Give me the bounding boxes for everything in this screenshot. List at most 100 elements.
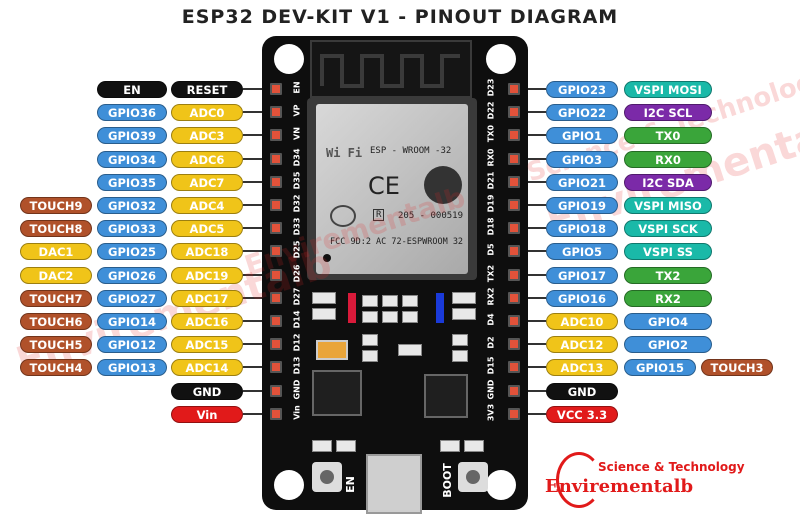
header-pin-d25 xyxy=(270,245,282,258)
pin-wire xyxy=(243,204,273,206)
header-pin-d27 xyxy=(270,291,282,304)
pin-wire xyxy=(243,412,273,415)
pin-label-gpio5: GPIO5 xyxy=(546,243,618,261)
pin-wire xyxy=(516,204,546,206)
cert-logo xyxy=(330,205,356,227)
logo-tagline: Science & Technology xyxy=(598,460,745,474)
pin-wire xyxy=(516,111,546,114)
header-pin-label: RX2 xyxy=(486,287,496,306)
pin-label-adc10: ADC10 xyxy=(546,313,618,330)
pin-wire xyxy=(243,343,273,346)
header-pin-d5 xyxy=(508,245,520,258)
pin-wire xyxy=(516,157,546,160)
pin-label-i2c-sda: I2C SDA xyxy=(624,173,712,191)
pin-label-vspi-ss: VSPI SS xyxy=(624,243,712,261)
smd-component xyxy=(382,295,398,307)
pin-label-vin: Vin xyxy=(171,405,243,423)
pin-label-gpio23: GPIO23 xyxy=(546,81,618,98)
pin-wire xyxy=(516,180,546,183)
header-pin-d18 xyxy=(508,222,520,235)
header-pin-d13 xyxy=(270,361,282,374)
pin-wire xyxy=(516,296,546,299)
header-pin-label: D21 xyxy=(486,171,496,190)
capacitor xyxy=(316,340,348,360)
smd-component xyxy=(312,440,332,452)
header-pin-d32 xyxy=(270,199,282,211)
pin-label-adc17: ADC17 xyxy=(171,289,243,307)
pin-label-gpio17: GPIO17 xyxy=(546,266,618,284)
pin-label-gpio21: GPIO21 xyxy=(546,173,618,191)
header-pin-label: D26 xyxy=(292,264,302,282)
pin-label-adc15: ADC15 xyxy=(171,336,243,354)
pin-label-gpio12: GPIO12 xyxy=(97,336,167,354)
pin-label-adc19: ADC19 xyxy=(171,266,243,284)
pin-label-rx2: RX2 xyxy=(624,289,712,307)
pin-label-gpio32: GPIO32 xyxy=(97,197,167,214)
smd-component xyxy=(362,295,378,307)
pin-label-tx2: TX2 xyxy=(624,266,712,284)
pin-label-gpio34: GPIO34 xyxy=(97,150,167,168)
header-pin-label: D13 xyxy=(292,357,302,375)
header-pin-d14 xyxy=(270,315,282,327)
header-pin-label: D34 xyxy=(292,148,302,166)
espressif-logo xyxy=(424,166,462,204)
voltage-regulator xyxy=(312,370,362,416)
pin-label-gpio26: GPIO26 xyxy=(97,266,167,284)
pin-label-adc18: ADC18 xyxy=(171,243,243,261)
smd-component xyxy=(452,308,476,320)
pin-label-touch7: TOUCH7 xyxy=(20,289,92,307)
smd-component xyxy=(362,311,378,323)
module-code: 205 - 000519 xyxy=(398,211,464,221)
pin-label-dac1: DAC1 xyxy=(20,243,92,261)
pin-label-gpio25: GPIO25 xyxy=(97,243,167,261)
pin-wire xyxy=(516,412,546,415)
header-pin-tx0 xyxy=(508,129,520,142)
page-title: ESP32 DEV-KIT V1 - PINOUT DIAGRAM xyxy=(181,6,619,28)
header-pin-en xyxy=(270,83,282,95)
header-pin-rx0 xyxy=(508,152,520,165)
module-name: ESP - WROOM -32 xyxy=(370,146,452,156)
smd-component xyxy=(452,350,468,362)
pin-label-gpio39: GPIO39 xyxy=(97,127,167,145)
header-pin-label: TX0 xyxy=(486,125,496,143)
header-pin-vin xyxy=(270,407,282,420)
en-button[interactable] xyxy=(312,462,342,492)
pin-label-adc5: ADC5 xyxy=(171,220,243,238)
smd-component xyxy=(362,350,378,362)
red-led xyxy=(348,293,356,323)
header-pin-label: 3V3 xyxy=(486,403,496,421)
antenna-area xyxy=(310,40,472,98)
pin-wire xyxy=(516,250,546,253)
pin-label-adc6: ADC6 xyxy=(171,150,243,168)
pin-label-gpio4: GPIO4 xyxy=(624,313,712,330)
pin-wire xyxy=(243,111,273,114)
antenna-trace xyxy=(320,54,460,88)
en-button-label: EN xyxy=(343,476,357,493)
mount-hole xyxy=(486,44,516,74)
header-pin-rx2 xyxy=(508,291,520,304)
pin-label-touch3: TOUCH3 xyxy=(701,359,773,377)
pin-wire xyxy=(516,343,546,346)
mount-hole xyxy=(486,470,516,500)
smd-component xyxy=(452,334,468,346)
smd-component xyxy=(398,344,422,356)
header-pin-label: D25 xyxy=(292,241,302,259)
pin-label-touch4: TOUCH4 xyxy=(20,359,92,377)
header-pin-d34 xyxy=(270,152,282,165)
pin-label-gpio27: GPIO27 xyxy=(97,289,167,307)
header-pin-gnd xyxy=(270,384,282,397)
boot-button[interactable] xyxy=(458,462,488,492)
mount-hole xyxy=(274,44,304,74)
pin-label-adc4: ADC4 xyxy=(171,197,243,214)
header-pin-d22 xyxy=(508,106,520,119)
pin-wire xyxy=(516,88,546,90)
pin-wire xyxy=(516,366,546,369)
pin-wire xyxy=(243,227,273,230)
pin-wire xyxy=(243,389,273,392)
pin-label-gpio19: GPIO19 xyxy=(546,197,618,214)
smd-component xyxy=(312,292,336,304)
header-pin-3v3 xyxy=(508,407,520,420)
header-pin-tx2 xyxy=(508,268,520,281)
pin-label-en: EN xyxy=(97,81,167,98)
header-pin-vn xyxy=(270,129,282,142)
